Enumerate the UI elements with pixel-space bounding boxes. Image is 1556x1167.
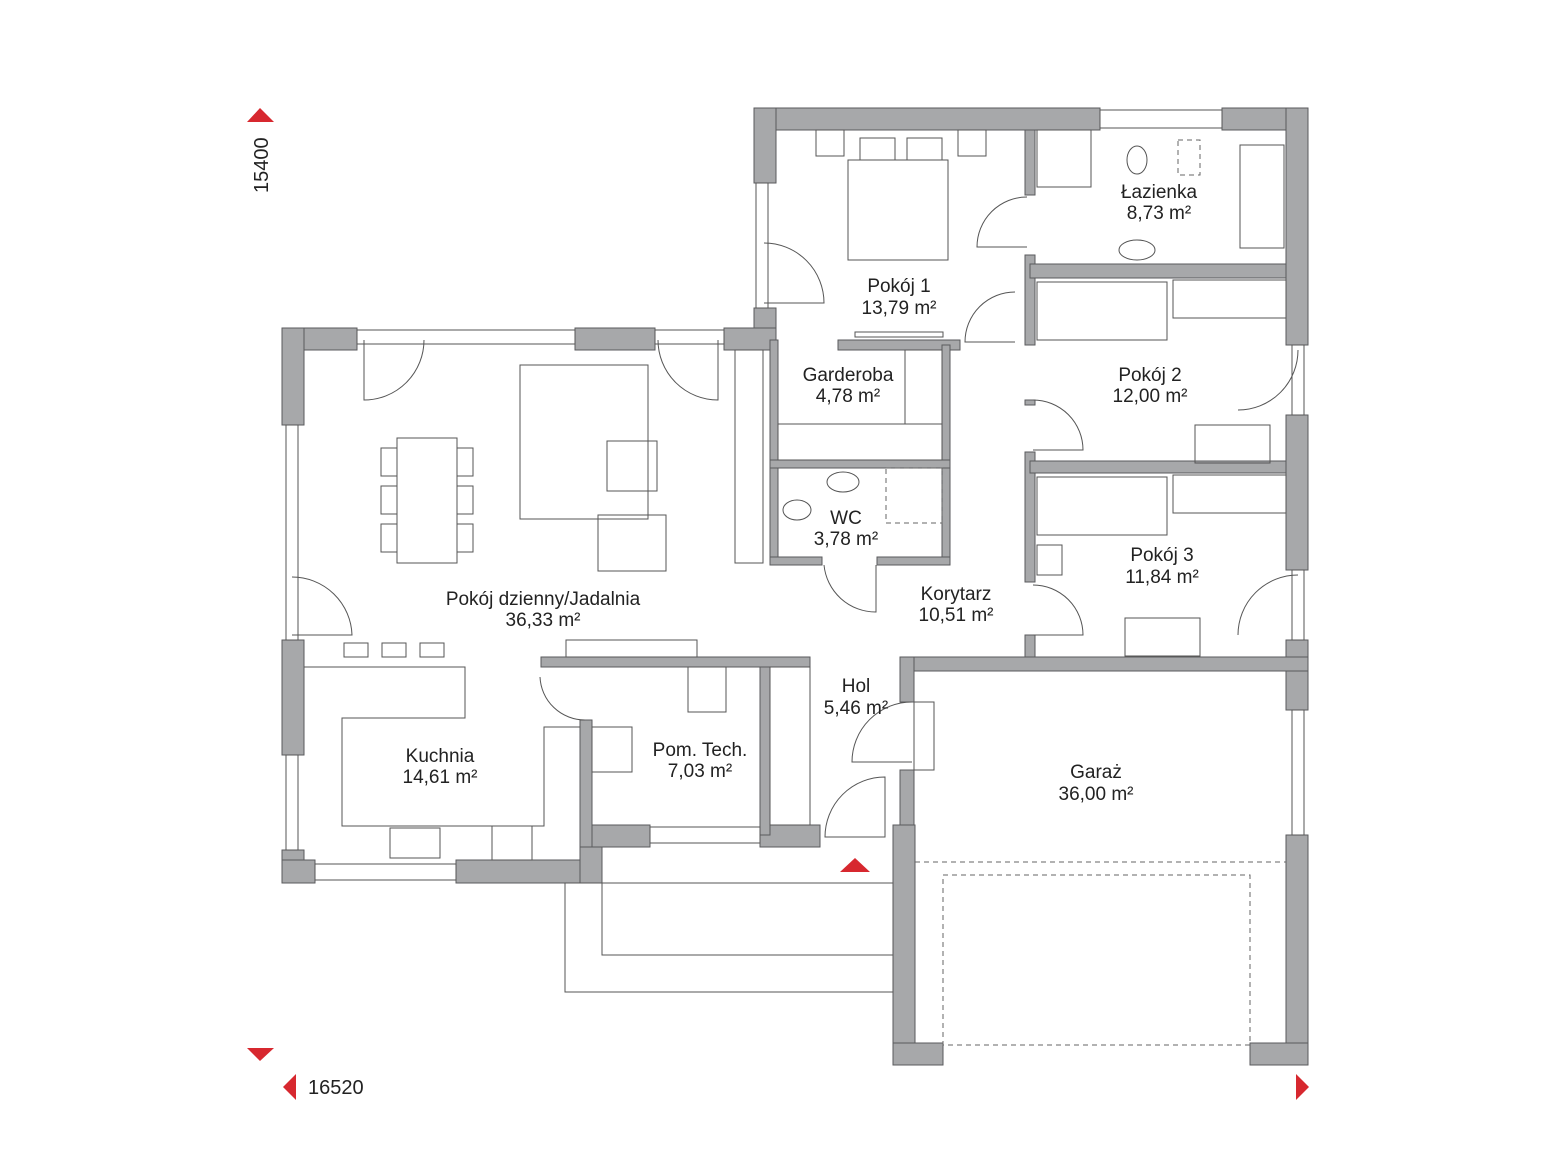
room-name: Pokój 2 (1118, 365, 1181, 386)
room-name: Pokój 1 (867, 276, 930, 297)
room-area: 36,00 m² (1059, 784, 1134, 805)
dimension-arrow-bottom (247, 1048, 274, 1061)
room-name: WC (830, 508, 862, 529)
room-name: Łazienka (1121, 182, 1197, 203)
room-area: 7,03 m² (668, 761, 732, 782)
room-area: 36,33 m² (506, 610, 581, 631)
dimension-arrow-right (1296, 1074, 1309, 1100)
room-area: 11,84 m² (1125, 567, 1199, 588)
room-area: 5,46 m² (824, 698, 888, 719)
room-name: Pokój dzienny/Jadalnia (446, 589, 641, 610)
entrance-marker (840, 858, 870, 872)
walls (281, 107, 1309, 1066)
room-area: 12,00 m² (1113, 386, 1188, 407)
windows-and-furniture (285, 109, 1305, 1046)
room-labels: Pokój 1 13,79 m² Łazienka 8,73 m² Pokój … (403, 182, 1199, 805)
room-name: Korytarz (921, 584, 992, 605)
room-area: 4,78 m² (816, 386, 880, 407)
room-area: 14,61 m² (403, 767, 478, 788)
room-name: Hol (842, 676, 871, 697)
room-name: Pokój 3 (1130, 545, 1193, 566)
room-area: 13,79 m² (862, 298, 937, 319)
dimension-arrow-left (283, 1074, 296, 1100)
dimension-arrow-top (247, 108, 274, 122)
room-area: 3,78 m² (814, 529, 878, 550)
room-name: Garaż (1070, 762, 1122, 783)
room-name: Kuchnia (406, 746, 475, 767)
room-name: Pom. Tech. (653, 740, 748, 761)
height-dimension: 15400 (251, 137, 273, 193)
width-dimension: 16520 (308, 1077, 364, 1099)
room-area: 10,51 m² (919, 605, 994, 626)
room-area: 8,73 m² (1127, 203, 1191, 224)
room-name: Garderoba (803, 365, 894, 386)
